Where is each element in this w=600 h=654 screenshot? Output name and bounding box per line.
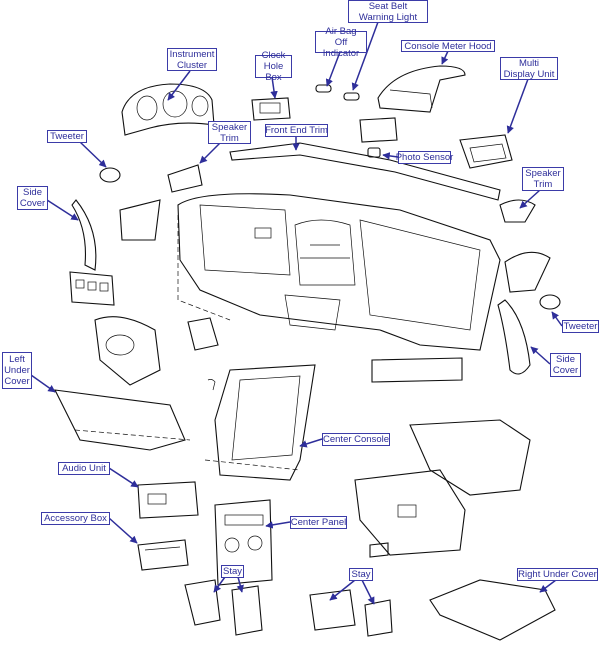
- right-under-cover-part: [354, 419, 531, 556]
- label-console-meter-hood: Console Meter Hood: [401, 40, 495, 52]
- clock-hole-box-part: [251, 97, 291, 121]
- duct-part: [371, 357, 463, 383]
- label-photo-sensor: Photo Sensor: [395, 151, 454, 164]
- label-seat-belt-warning-light: Seat Belt Warning Light: [348, 0, 428, 23]
- label-side-cover-left: Side Cover: [17, 186, 48, 210]
- label-speaker-trim-left: Speaker Trim: [208, 121, 251, 144]
- left-under-cover-part: [54, 389, 191, 451]
- center-panel-part: [214, 499, 273, 586]
- label-stay-right: Stay: [349, 568, 373, 581]
- multi-display-unit-part: [459, 134, 513, 169]
- label-audio-unit: Audio Unit: [58, 462, 110, 475]
- center-console-part: [204, 364, 316, 481]
- bracket-part: [187, 317, 219, 391]
- label-center-console: Center Console: [322, 433, 390, 446]
- label-left-under-cover: Left Under Cover: [2, 352, 32, 389]
- label-air-bag-off-indicator: Air Bag Off Indicator: [315, 26, 367, 59]
- label-tweeter-right: Tweeter: [562, 320, 599, 333]
- photo-sensor-part: [359, 117, 398, 158]
- label-speaker-trim-right: Speaker Trim: [522, 167, 564, 191]
- label-center-panel: Center Panel: [290, 516, 347, 529]
- right-under-cover-lower-part: [429, 579, 556, 641]
- label-clock-hole-box: Clock Hole Box: [255, 50, 292, 83]
- dashboard-main-part: [177, 193, 501, 351]
- switch-panel-part: [69, 271, 115, 306]
- label-stay-left: Stay: [221, 565, 244, 578]
- label-front-end-trim: Front End Trim: [265, 124, 328, 137]
- leader-lines: [30, 21, 563, 605]
- label-tweeter-left: Tweeter: [47, 130, 87, 143]
- audio-unit-part: [137, 481, 199, 519]
- label-side-cover-right: Side Cover: [550, 353, 581, 377]
- instrument-cluster-part: [121, 83, 215, 136]
- indicators-part: [315, 84, 360, 101]
- console-meter-hood-part: [377, 65, 466, 113]
- tweeter-part: [99, 167, 561, 310]
- label-multi-display-unit: Multi Display Unit: [500, 57, 558, 80]
- label-accessory-box: Accessory Box: [41, 512, 110, 525]
- label-instrument-cluster: Instrument Cluster: [167, 48, 217, 71]
- stay-part: [184, 542, 393, 637]
- accessory-box-part: [137, 539, 189, 571]
- speaker-trim-part: [167, 164, 551, 293]
- front-end-trim-part: [229, 142, 501, 201]
- label-right-under-cover: Right Under Cover: [517, 568, 598, 581]
- knee-bracket-part: [94, 316, 161, 386]
